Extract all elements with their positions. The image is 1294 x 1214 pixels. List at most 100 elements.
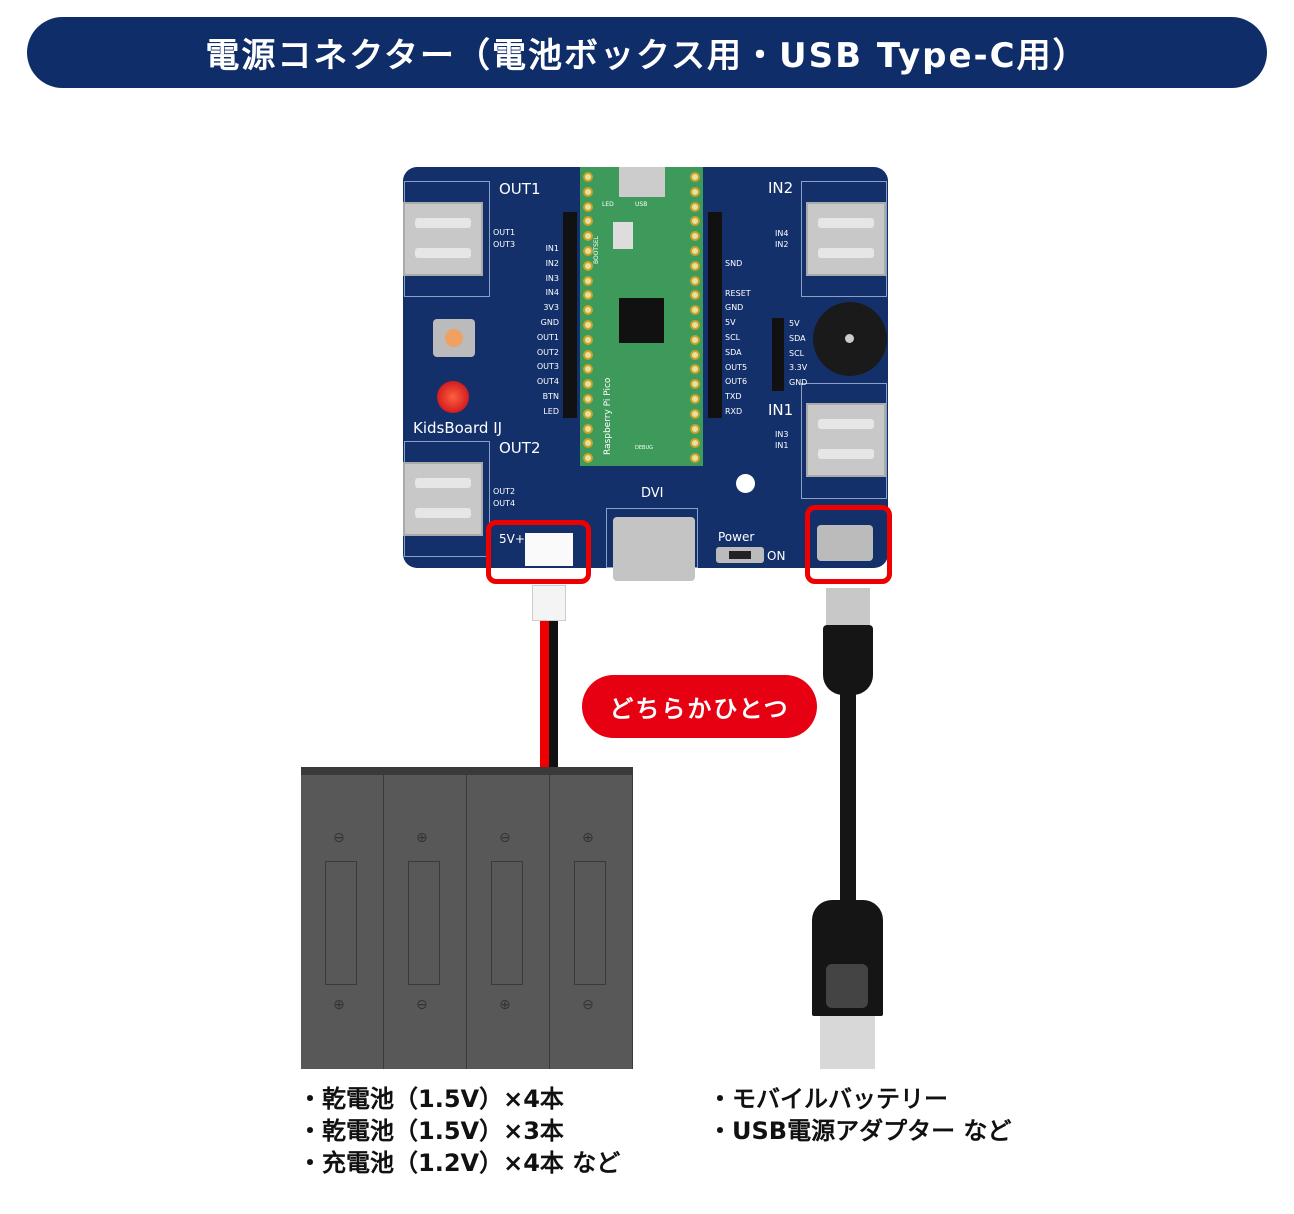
rp2040-chip [619,298,664,343]
port-sublabel: IN4 [775,229,789,238]
in1-label: IN1 [768,401,794,419]
dvi-label: DVI [641,486,664,501]
pin-label: 5V [725,318,736,328]
led-icon [437,381,469,413]
usb-notes: ・モバイルバッテリー ・USB電源アダプター など [708,1083,1011,1147]
pin-label: GND [789,378,808,388]
pin-label: SDA [789,333,806,343]
pico-pin-pad [690,364,700,375]
out2-label: OUT2 [499,439,541,457]
battery-outline [491,861,523,985]
port-sublabel: IN3 [775,430,789,439]
battery-outline [408,861,440,985]
battery-note: ・乾電池（1.5V）×3本 [298,1117,564,1145]
pico-pin-pad [583,438,593,449]
polarity-icon: ⊕ [333,997,345,1013]
usb-c-connector [817,525,873,561]
pin-label: SCL [789,348,805,358]
pico-pin-pad [690,275,700,286]
pico-name: Raspberry Pi Pico [603,377,613,455]
pico-pin-pad [583,260,593,271]
bootsel-button[interactable] [613,222,633,249]
polarity-icon: ⊖ [416,997,428,1013]
right-pin-header [708,212,722,418]
pico-pin-pad [690,172,700,182]
pin-label: OUT2 [536,347,559,357]
red-wire [540,621,549,767]
pin-label: RXD [725,407,743,416]
pico-pin-pad [583,394,593,404]
pico-pin-pad [583,379,593,390]
pico-pin-pad [690,438,700,449]
board-name: KidsBoard IJ [413,419,503,437]
pin-label: GND [540,318,559,327]
in2-port-frame [801,181,887,297]
battery-outline [574,861,606,985]
pico-pin-pad [583,453,593,464]
pin-label: BTN [542,392,559,401]
pin-label: OUT4 [536,377,559,387]
polarity-icon: ⊖ [582,997,594,1013]
pico-pin-pad [690,408,700,419]
port-sublabel: OUT2 [493,487,516,496]
usb-a-plug [820,1016,875,1069]
out2-usb-port [403,462,483,536]
push-button[interactable] [433,319,475,357]
pin-label: IN1 [545,244,559,253]
polarity-icon: ⊕ [499,997,511,1013]
power-switch[interactable] [716,547,764,563]
pin-label: TXD [725,392,742,402]
usb-note: ・モバイルバッテリー [708,1085,948,1113]
pin-label: OUT6 [725,377,748,387]
pico-pin-pad [690,290,700,301]
pin-label: IN3 [545,273,559,283]
pico-pin-pad [583,320,593,330]
pin-label: OUT5 [725,362,748,372]
pico-pin-pad [690,201,700,212]
pico-usb-label: USB [635,201,648,208]
pico-pin-pad [583,172,593,182]
pico-pin-pad [690,320,700,330]
mount-hole [736,474,755,493]
pico-pin-pad [583,334,593,345]
out1-label: OUT1 [499,180,541,198]
battery-note: ・乾電池（1.5V）×4本 [298,1085,564,1113]
port-sublabel: IN2 [775,240,789,249]
port-sublabel: OUT1 [493,228,516,237]
i2c-pin-header [772,318,784,391]
buzzer [813,302,887,376]
pico-pin-pad [690,216,700,227]
pico-pin-pad [583,305,593,316]
pico-pin-pad [583,246,593,256]
debug-label: DEBUG [635,445,653,451]
pico-pin-pad [583,423,593,434]
in1-usb-port [806,403,886,477]
raspberry-pi-pico: LED USB BOOTSEL Raspberry Pi Pico DEBUG [580,167,703,466]
pico-pin-pad [583,408,593,419]
pico-usb [619,167,665,197]
pin-label: 5V [789,319,800,328]
pin-label: 3.3V [789,363,808,373]
in2-label: IN2 [768,179,794,197]
pico-pin-pad [690,334,700,345]
pico-pin-pad [690,379,700,390]
pico-pin-pad [583,201,593,212]
pico-pin-pad [583,231,593,242]
usb-c-plug [826,588,870,626]
pico-pin-pad [690,349,700,360]
pin-label: OUT1 [536,332,559,342]
battery-note: ・充電池（1.2V）×4本 など [298,1149,621,1177]
highlight-jst [486,520,591,584]
battery-slot: ⊕⊖ [550,775,633,1069]
pico-pin-pad [690,305,700,316]
usb-cable [840,690,856,905]
on-label: ON [767,549,786,563]
jst-connector [525,533,573,566]
battery-slot: ⊕⊖ [384,775,467,1069]
pico-pin-pad [690,186,700,197]
pico-pin-pad [690,231,700,242]
pico-led-label: LED [602,201,614,208]
power-label: Power [718,530,755,544]
battery-box: ⊖⊕⊕⊖⊖⊕⊕⊖ [301,767,633,1069]
polarity-icon: ⊕ [416,830,428,846]
